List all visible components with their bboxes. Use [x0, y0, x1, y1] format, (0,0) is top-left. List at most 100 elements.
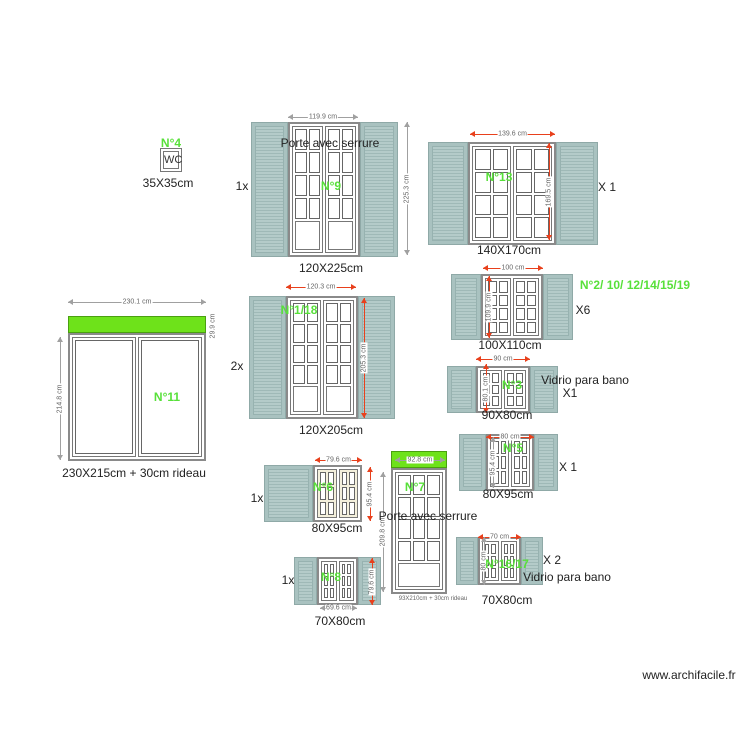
wc-size: 35X35cm	[142, 176, 194, 190]
glass-pane	[306, 303, 318, 322]
glass-pane	[306, 323, 318, 343]
window-n5-width-dim-arrow-left-icon	[486, 434, 491, 440]
window-n13-size: 140X170cm	[476, 243, 542, 257]
glass-pane	[516, 384, 523, 395]
glass-pane	[527, 308, 536, 320]
glass-pane	[326, 365, 338, 385]
window-leaf	[500, 541, 517, 581]
glass-pane	[499, 294, 508, 306]
window-n6-height-dim-arrow-down-icon	[367, 516, 373, 521]
window-n8-label: N°8	[320, 570, 342, 584]
window-n2-height-dim-arrow-up-icon	[486, 276, 492, 281]
window-n7-height-dim-arrow-up-icon	[380, 472, 386, 477]
glass-pane	[492, 171, 508, 193]
window-n8-width-dim-arrow-left-icon	[320, 605, 325, 611]
glass-pane	[533, 217, 549, 238]
glass-pane	[308, 129, 320, 151]
window-n11-width-dim-arrow-left-icon	[68, 299, 73, 305]
window-n1-width-dim-arrow-right-icon	[351, 284, 356, 290]
glass-pane	[349, 502, 355, 515]
glass-pane	[306, 365, 318, 385]
window-n5-shutter-right	[534, 434, 558, 491]
window-n3-height-dim-arrow-up-icon	[483, 364, 489, 369]
glass-pane	[293, 323, 305, 343]
window-n2-size: 100X110cm	[478, 338, 542, 352]
glass-grid	[341, 564, 351, 598]
window-leaf	[321, 561, 337, 601]
glass-pane	[339, 303, 351, 322]
window-n6-label: N°6	[312, 480, 334, 494]
window-n3-size: 90X80cm	[481, 408, 533, 422]
glass-grid	[341, 472, 355, 515]
glass-pane	[516, 321, 525, 333]
glass-pane	[492, 217, 508, 238]
glass-pane	[295, 198, 307, 220]
window-n8-width-dim-arrow-right-icon	[352, 605, 357, 611]
window-n11-label: N°11	[153, 390, 181, 404]
glass-pane	[341, 129, 353, 151]
glass-pane	[503, 568, 508, 578]
window-n9-height-dim-arrow-up-icon	[404, 122, 410, 127]
window-n1-shutter-left	[249, 296, 286, 419]
window-n2-shutter-left	[451, 274, 481, 340]
window-n13-width-dim-text: 139.6 cm	[497, 130, 528, 138]
window-n8-width-dim-text: 69.6 cm	[325, 604, 352, 612]
glass-pane	[492, 149, 508, 170]
window-n3-height-dim-arrow-down-icon	[483, 408, 489, 413]
window-n2-width-dim-arrow-right-icon	[538, 265, 543, 271]
glass-pane	[427, 475, 440, 495]
glass-pane	[492, 384, 499, 395]
glass-pane	[514, 441, 520, 454]
glass-pane	[516, 171, 532, 193]
window-n9-shutter-right	[360, 122, 398, 257]
glass-pane	[328, 129, 340, 151]
window-n6-height-dim-arrow-up-icon	[367, 467, 373, 472]
window-n1-frame	[286, 296, 358, 419]
glass-pane	[533, 149, 549, 170]
window-n5-count: X 1	[558, 460, 578, 474]
window-n7-width-dim-text: 92.8 cm	[406, 456, 434, 464]
window-n9-width-dim-text: 119.9 cm	[307, 113, 339, 121]
glass-pane	[320, 502, 326, 515]
glass-pane	[475, 217, 491, 238]
window-n9-count: 1x	[235, 179, 249, 193]
glass-pane	[349, 487, 355, 500]
window-n7-width-dim-arrow-left-icon	[395, 457, 400, 463]
glass-pane	[412, 540, 426, 561]
window-n16-height-dim-arrow-down-icon	[481, 580, 487, 585]
window-leaf	[72, 337, 136, 457]
window-n8-count: 1x	[281, 573, 295, 587]
window-n3-width-dim-arrow-left-icon	[476, 356, 481, 362]
glass-pane	[347, 564, 351, 574]
glass-pane	[324, 588, 328, 598]
glass-pane	[427, 518, 440, 539]
glass-pane	[516, 396, 523, 406]
window-n3-label: N°3	[501, 378, 523, 392]
glass-grid	[516, 149, 549, 238]
window-n9-size: 120X225cm	[298, 261, 364, 275]
window-n11-frame	[68, 333, 206, 461]
window-n11-height-dim-text: 214.8 cm	[56, 383, 64, 414]
glass-pane	[295, 152, 307, 174]
window-n13-height-dim-text: 169.5 cm	[545, 176, 553, 207]
window-n13-width-dim-arrow-left-icon	[470, 131, 475, 137]
window-n13-shutter-right	[556, 142, 598, 245]
glass-grid	[503, 544, 514, 578]
glass-pane	[507, 384, 514, 395]
glass-pane	[295, 175, 307, 197]
glass-pane	[326, 344, 338, 364]
glass-grid	[293, 303, 318, 385]
window-n6-height-dim-text: 95.4 cm	[366, 480, 374, 508]
window-n9-note: Porte avec serrure	[280, 136, 380, 150]
window-n1-label: N°1/18	[280, 303, 318, 317]
window-n13-frame	[468, 142, 556, 245]
glass-pane	[491, 568, 496, 578]
window-n5-width-dim-text: 80 cm	[499, 433, 521, 441]
glass-pane	[293, 344, 305, 364]
glass-pane	[328, 152, 340, 174]
glass-pane	[521, 471, 527, 484]
glass-pane	[521, 441, 527, 454]
window-leaf	[513, 278, 539, 336]
window-n6-width-dim-arrow-left-icon	[315, 457, 320, 463]
glass-grid	[324, 564, 334, 598]
